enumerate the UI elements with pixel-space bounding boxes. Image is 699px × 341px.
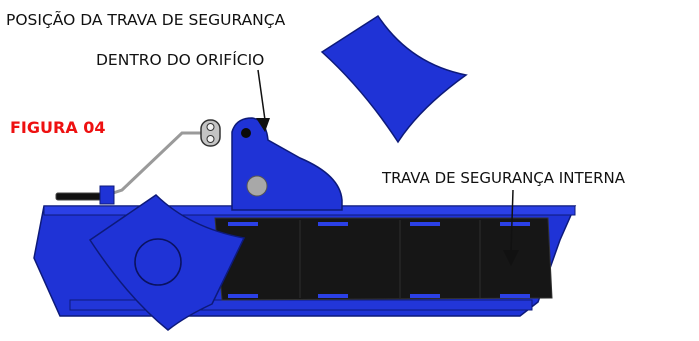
lower-slots [228, 294, 530, 298]
hole-arrow-head [256, 118, 270, 132]
pivot-hole [241, 128, 251, 138]
rotating-clamp-block [88, 194, 246, 331]
lock-plate-hole-bottom [206, 135, 215, 143]
inner-channel [214, 217, 553, 301]
internal-lock-arrow-head [503, 250, 519, 266]
callout-lock-position: POSIÇÃO DA TRAVA DE SEGURANÇA [6, 11, 286, 29]
internal-lock-arrow-line [510, 189, 514, 253]
callout-internal-lock: TRAVA DE SEGURANÇA INTERNA [382, 169, 625, 187]
figure-title: FIGURA 04 [10, 118, 106, 137]
lock-plate [200, 119, 221, 147]
rod-clamp [99, 185, 115, 205]
upper-block [320, 14, 468, 144]
hole-arrow-line [257, 69, 266, 121]
inner-panel-divisions [299, 220, 481, 298]
bracket-bolt [246, 175, 268, 197]
callout-inside-hole: DENTRO DO ORIFÍCIO [96, 51, 265, 69]
rod-handle [55, 192, 105, 201]
lock-plate-hole-top [206, 123, 215, 131]
upper-slots [228, 222, 530, 226]
clamp-circle [134, 238, 182, 286]
linkage-rod [103, 131, 212, 198]
